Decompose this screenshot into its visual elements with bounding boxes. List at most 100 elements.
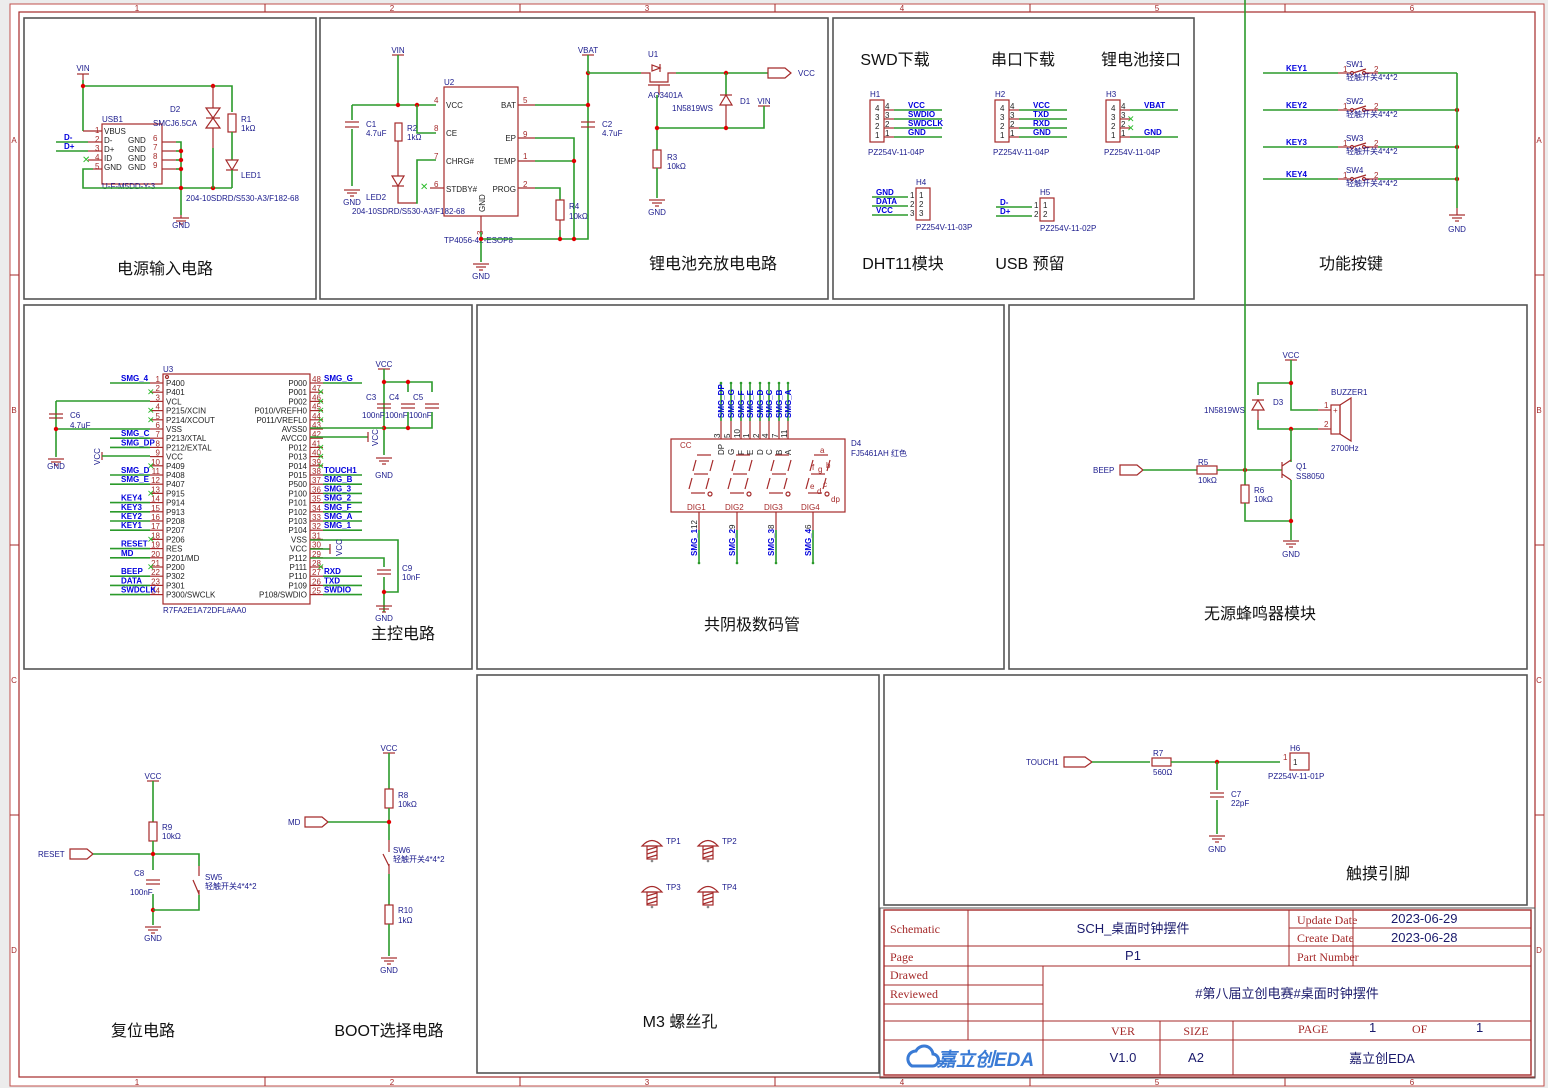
switch-value: 轻触开关4*4*2 — [1346, 72, 1398, 82]
segment-label: A — [784, 449, 793, 455]
eda-logo: 嘉立创EDA — [906, 1044, 1034, 1071]
col-marker: 2 — [390, 1078, 395, 1087]
c7-ref: C7 — [1231, 790, 1242, 799]
pin-name: P011/VREFL0 — [256, 416, 307, 425]
pin-num: 23 — [151, 577, 160, 586]
charger-circuit: 锂电池充放电电路 VIN GND C1 4.7uF R2 1kΩ LED2 20… — [343, 46, 815, 281]
segment-label: E — [746, 450, 755, 455]
pin-num: 2 — [1374, 171, 1379, 180]
frame-markers: 1 2 3 4 5 6 1 2 3 4 5 6 A B C D A B C D — [10, 4, 1544, 1087]
ver-value: V1.0 — [1110, 1050, 1137, 1065]
pin-num: 24 — [151, 587, 160, 596]
pin-num: 1 — [1034, 201, 1039, 210]
pin-name: GND — [128, 145, 146, 154]
h5-ref: H5 — [1040, 188, 1051, 197]
block-title: 主控电路 — [371, 625, 435, 643]
screw-hole-icon — [696, 839, 720, 863]
pin-num: 8 — [153, 152, 158, 161]
r6-value: 10kΩ — [1254, 495, 1273, 504]
pin-num: 3 — [1121, 111, 1126, 120]
block-screws — [476, 674, 880, 1074]
row-marker: B — [11, 406, 16, 415]
no-connect-icon: ✕ — [82, 155, 90, 166]
pin-num: 2 — [1111, 122, 1116, 131]
switch-ref: SW3 — [1346, 134, 1364, 143]
pin-num: 42 — [312, 430, 321, 439]
h6-ref: H6 — [1290, 744, 1301, 753]
h5-symbol — [1039, 197, 1055, 222]
segment-letter: g — [818, 465, 822, 474]
pin-num: 1 — [523, 152, 528, 161]
company-name: 嘉立创EDA — [1349, 1051, 1415, 1066]
c9-ref: C9 — [402, 564, 413, 573]
pin-num: 2 — [1374, 102, 1379, 111]
pin-num: 3 — [919, 209, 924, 218]
pin-name: VSS — [291, 535, 307, 544]
screw-ref: TP1 — [666, 837, 681, 846]
net-label: VBAT — [1144, 101, 1165, 110]
pin-num: 2 — [1010, 120, 1015, 129]
pin-num: 19 — [151, 541, 160, 550]
block-title: 电源输入电路 — [117, 260, 213, 278]
u3-ref: U3 — [163, 365, 174, 374]
switch-ref: SW2 — [1346, 97, 1364, 106]
r1-value: 1kΩ — [241, 124, 255, 133]
no-connect-icon: ✕ — [147, 415, 155, 425]
sw6-value: 轻触开关4*4*2 — [393, 854, 445, 864]
no-connect-icon: ✕ — [147, 387, 155, 397]
pin-num: 3 — [713, 433, 722, 438]
net-label: RXD — [1033, 119, 1050, 128]
uart-title: 串口下载 — [991, 51, 1055, 69]
pin-name: RES — [166, 545, 182, 554]
pin-name: P400 — [166, 379, 185, 388]
pin-num: 5 — [523, 96, 528, 105]
pin-name: P012 — [288, 443, 307, 452]
pin-name: P206 — [166, 535, 185, 544]
block-power-input — [23, 17, 317, 300]
pin-num: 3 — [910, 209, 915, 218]
h5-part: PZ254V-11-02P — [1040, 224, 1096, 233]
net-label: KEY4 — [121, 494, 142, 503]
pin-num: 45 — [312, 403, 321, 412]
pin-name: CHRG# — [446, 157, 475, 166]
pin-num: 9 — [523, 130, 528, 139]
vcc-label: VCC — [381, 744, 398, 753]
net-label: SMG_DP — [717, 384, 726, 418]
d3-value: 1N5819WS — [1204, 406, 1245, 415]
pin-num: 8 — [767, 524, 776, 529]
net-label: SMG_4 — [804, 528, 813, 556]
block-title: 共阴极数码管 — [704, 616, 800, 634]
pin-num: 5 — [723, 433, 732, 438]
net-label: SMG_G — [727, 389, 736, 418]
pin-name: AVSS0 — [282, 425, 308, 434]
block-title: 复位电路 — [111, 1022, 175, 1040]
r5-ref: R5 — [1198, 458, 1209, 467]
c1-value: 4.7uF — [366, 129, 387, 138]
net-label: SMG_3 — [324, 484, 352, 493]
net-label: KEY1 — [121, 521, 142, 530]
switch-ref: SW4 — [1346, 166, 1364, 175]
pin-num: 1 — [1283, 753, 1288, 762]
r3-ref: R3 — [667, 153, 678, 162]
pin-num: 11 — [780, 429, 789, 438]
row-marker: A — [11, 136, 17, 145]
u2-part: TP4056-42-ESOP8 — [444, 236, 513, 245]
pin-num: 4 — [95, 153, 100, 162]
pin-num: 7 — [153, 143, 158, 152]
led2-ref: LED2 — [366, 193, 387, 202]
pin-num: 11 — [152, 467, 161, 476]
no-connect-icon: ✕ — [1127, 123, 1135, 133]
pin-num: 3 — [1000, 113, 1005, 122]
r9-value: 10kΩ — [162, 832, 181, 841]
pin-num: 8 — [434, 124, 439, 133]
pin-num: 21 — [151, 559, 160, 568]
pin-num: 10 — [733, 429, 742, 438]
pin-name: GND — [104, 163, 122, 172]
pin-num: 1 — [1324, 401, 1329, 410]
screw-hole-icon — [696, 885, 720, 909]
no-connect-icon: ✕ — [317, 442, 325, 452]
reset-circuit: 复位电路 VCC R9 10kΩ RESET C8 100nF SW5 轻触开关… — [38, 772, 257, 1040]
segment-label: DP — [717, 444, 726, 455]
net-d-plus: D+ — [64, 142, 75, 151]
